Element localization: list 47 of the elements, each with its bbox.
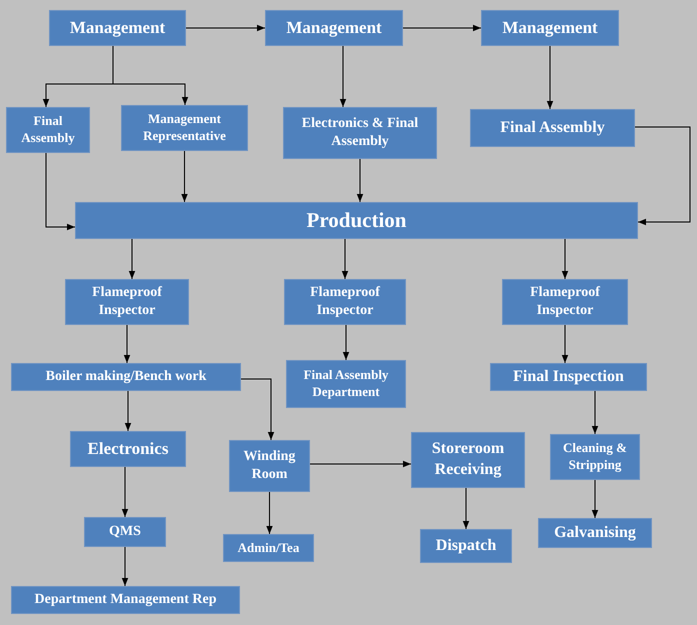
arrow xyxy=(546,46,554,110)
process-box: Final Inspection xyxy=(490,363,647,391)
process-box: Admin/Tea xyxy=(223,534,314,562)
process-box: Final Assembly xyxy=(470,109,635,147)
process-box: Boiler making/Bench work xyxy=(11,363,241,391)
arrow xyxy=(122,546,128,586)
arrow xyxy=(340,46,346,108)
process-box: Management xyxy=(49,10,186,46)
process-box: Electronics xyxy=(70,431,186,467)
process-box: Dispatch xyxy=(420,529,512,563)
arrow xyxy=(402,24,482,32)
process-box: Department Management Rep xyxy=(11,586,240,614)
process-box: Final Assembly Department xyxy=(286,360,406,408)
process-box: Galvanising xyxy=(538,518,652,548)
arrow xyxy=(124,324,130,364)
arrow xyxy=(266,492,273,534)
process-box: Flameproof Inspector xyxy=(502,279,628,325)
process-box: Flameproof Inspector xyxy=(284,279,406,325)
arrow xyxy=(342,238,348,280)
arrow xyxy=(240,378,274,440)
arrow xyxy=(592,480,598,518)
arrow xyxy=(634,126,690,226)
arrow xyxy=(181,150,188,202)
process-box: Management Representative xyxy=(121,105,248,151)
process-box: Electronics & Final Assembly xyxy=(283,107,437,159)
process-box: Final Assembly xyxy=(6,107,90,153)
arrow xyxy=(342,324,350,360)
process-box: Winding Room xyxy=(229,440,310,492)
arrow xyxy=(462,488,470,530)
arrow xyxy=(128,238,136,280)
process-box: Flameproof Inspector xyxy=(65,279,189,325)
arrow xyxy=(592,390,598,434)
arrow xyxy=(186,24,266,32)
process-box: Storeroom Receiving xyxy=(411,432,525,488)
arrow xyxy=(46,152,76,230)
arrow xyxy=(310,460,412,468)
process-box: Management xyxy=(265,10,403,46)
arrow xyxy=(112,46,188,106)
arrow xyxy=(562,238,568,280)
process-box: Management xyxy=(481,10,619,46)
arrow xyxy=(562,324,568,364)
process-box: Cleaning & Stripping xyxy=(550,434,640,480)
arrow xyxy=(122,466,128,518)
arrow xyxy=(124,390,132,432)
arrow xyxy=(356,158,364,202)
process-box: QMS xyxy=(84,517,166,547)
process-box: Production xyxy=(75,202,638,239)
